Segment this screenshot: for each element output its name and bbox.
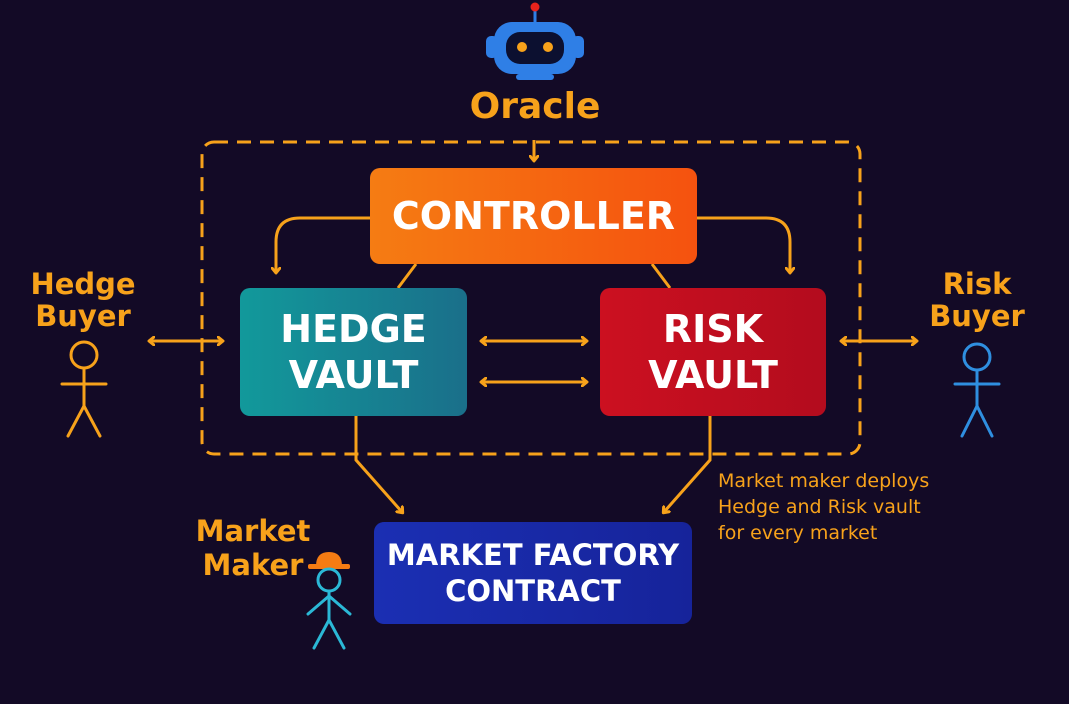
deployment-note: Market maker deploys Hedge and Risk vaul… (718, 468, 958, 546)
risk-vault-label-line2: VAULT (648, 353, 778, 397)
hedge-buyer-label-line2: Buyer (35, 299, 131, 333)
person-icon (60, 340, 108, 438)
market-factory-node: MARKET FACTORY CONTRACT (374, 522, 692, 624)
market-maker-label-line2: Maker (202, 548, 304, 582)
market-factory-label-line2: CONTRACT (445, 574, 621, 608)
controller-to-hedge-arrow (276, 216, 370, 272)
hedge-buyer-label: Hedge Buyer (18, 268, 148, 332)
hedge-vault-node: HEDGE VAULT (240, 288, 467, 416)
robot-icon (486, 2, 584, 80)
oracle-label: Oracle (469, 86, 601, 127)
hedge-vault-label-line2: VAULT (288, 353, 419, 397)
controller-risk-connector (650, 263, 672, 289)
system-boundary (200, 140, 862, 456)
market-factory-label-line1: MARKET FACTORY (386, 538, 680, 572)
person-icon (953, 342, 1001, 438)
controller-hedge-connector (396, 263, 418, 289)
hedge-to-factory-arrow (354, 416, 402, 512)
hedge-vault-label-line1: HEDGE (280, 307, 427, 351)
risk-buyer-label-line1: Risk (942, 267, 1012, 301)
person-with-hat-icon (306, 552, 352, 650)
deployment-note-line1: Market maker deploys (718, 470, 930, 492)
market-maker-label-line1: Market (195, 514, 311, 548)
risk-to-factory-arrow (664, 416, 712, 512)
hedge-buyer-label-line1: Hedge (30, 267, 136, 301)
risk-buyer-label: Risk Buyer (912, 268, 1042, 332)
controller-label: CONTROLLER (391, 194, 676, 238)
risk-buyer-label-line2: Buyer (929, 299, 1025, 333)
deployment-note-line2: Hedge and Risk vault (718, 496, 921, 518)
risk-vault-node: RISK VAULT (600, 288, 826, 416)
market-maker-label: Market Maker (188, 514, 318, 582)
controller-to-risk-arrow (697, 216, 790, 272)
controller-node: CONTROLLER (370, 168, 697, 264)
deployment-note-line3: for every market (718, 522, 878, 544)
risk-vault-label-line1: RISK (662, 307, 764, 351)
